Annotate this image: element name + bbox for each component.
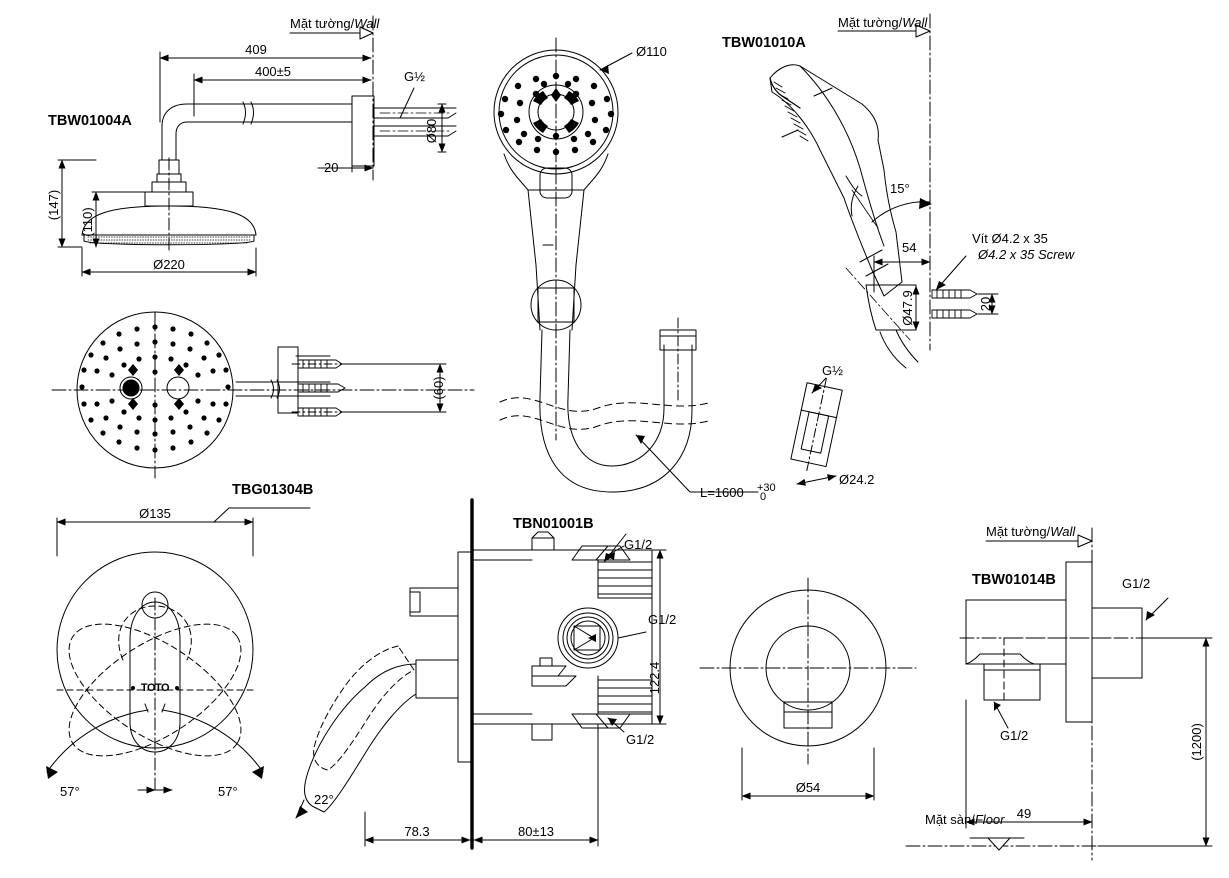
dim-flange-dia: Ø80 bbox=[424, 119, 439, 144]
part-label-tbw01014b: TBW01014B bbox=[972, 572, 1056, 588]
dim-plate-dia: Ø135 bbox=[139, 506, 171, 521]
part-label-tbw01010a: TBW01010A bbox=[722, 35, 806, 51]
dim-conn-thread: G½ bbox=[822, 363, 843, 378]
view-head-shower bbox=[57, 15, 457, 277]
dim-arm-tol: 400±5 bbox=[255, 64, 291, 79]
dim-floor-height: (1200) bbox=[1189, 723, 1204, 761]
dim-angle-left: 57° bbox=[60, 784, 80, 799]
dim-head-dia: Ø220 bbox=[153, 257, 185, 272]
dim-elbow-flange-dia: Ø54 bbox=[796, 780, 821, 795]
view-head-shower-bottom bbox=[51, 311, 475, 479]
dim-hand-angle: 15° bbox=[890, 181, 910, 196]
dim-valve-depth: 80±13 bbox=[518, 824, 554, 839]
dim-hose-length: L=1600 bbox=[700, 485, 744, 500]
dim-hose-tol-lower: 0 bbox=[760, 491, 766, 503]
dim-wall-proj: 20 bbox=[324, 160, 338, 175]
view-hand-shower-front bbox=[493, 37, 759, 493]
view-elbow-side bbox=[905, 527, 1213, 861]
view-elbow-front bbox=[699, 577, 917, 801]
dim-height-overall: (147) bbox=[46, 190, 61, 220]
dim-hand-head-dia: Ø110 bbox=[636, 44, 667, 59]
dim-conn-dia: Ø24.2 bbox=[839, 472, 874, 487]
dim-elbow-thread-out: G1/2 bbox=[1122, 576, 1150, 591]
dim-bottom-spacing: (60) bbox=[431, 376, 446, 399]
dim-holder-dia: Ø47.9 bbox=[900, 290, 915, 325]
dim-height-inner: (110) bbox=[80, 207, 95, 236]
part-label-tbn01001b: TBN01001B bbox=[513, 516, 594, 532]
dim-lever-angle: 22° bbox=[314, 792, 334, 807]
part-label-tbg01304b: TBG01304B bbox=[232, 482, 313, 498]
view-hand-shower-side bbox=[769, 13, 999, 369]
label-wall-top-right: Mặt tường/Wall bbox=[838, 15, 928, 30]
toto-logo: TOTO bbox=[141, 682, 170, 694]
dim-arm-total: 409 bbox=[245, 42, 267, 57]
dim-angle-right: 57° bbox=[218, 784, 238, 799]
label-floor: Mặt sàn/Floor bbox=[925, 812, 1005, 827]
label-screw-en: Ø4.2 x 35 Screw bbox=[977, 247, 1076, 262]
view-hose-connector bbox=[790, 377, 843, 486]
dim-elbow-thread-down: G1/2 bbox=[1000, 728, 1028, 743]
part-label-tbw01004a: TBW01004A bbox=[48, 113, 132, 129]
view-valve-body bbox=[295, 498, 667, 850]
dim-outlet-mid: G1/2 bbox=[648, 612, 676, 627]
dim-thread-g-half: G½ bbox=[404, 69, 425, 84]
dim-valve-height: 122.4 bbox=[647, 662, 662, 695]
view-trim-plate bbox=[46, 507, 311, 794]
dim-elbow-proj: 49 bbox=[1017, 806, 1031, 821]
dim-inlet-bot: G1/2 bbox=[626, 732, 654, 747]
dim-inlet-top: G1/2 bbox=[624, 537, 652, 552]
dim-hand-offset: 54 bbox=[902, 240, 916, 255]
dim-screw-pitch: 20 bbox=[978, 297, 993, 311]
label-screw-vi: Vít Ø4.2 x 35 bbox=[972, 231, 1048, 246]
label-wall-bottom-right: Mặt tường/Wall bbox=[986, 524, 1076, 539]
label-wall-top-left: Mặt tường/Wall bbox=[290, 16, 380, 31]
dim-hose-tol-upper: +30 bbox=[757, 482, 776, 494]
dim-front-proj: 78.3 bbox=[404, 824, 429, 839]
